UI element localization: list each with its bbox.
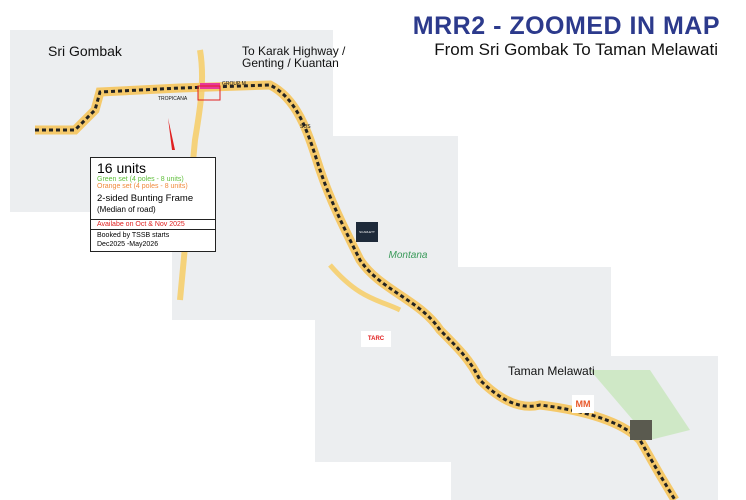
red-highlight-box: [197, 85, 221, 101]
orange-set-text: Orange set (4 poles - 8 units): [97, 183, 188, 190]
label-sri-gombak: Sri Gombak: [48, 43, 122, 59]
units-count: 16 units: [97, 160, 147, 176]
green-set-text: Green set (4 poles - 8 units): [97, 176, 184, 183]
logo-tarc: TARC: [361, 331, 391, 347]
logo-montana: Montana: [388, 249, 428, 261]
label-to-karak-1: To Karak Highway /: [242, 44, 346, 58]
photo-thumbnail: [630, 420, 652, 440]
label-group-m: GROUP M: [222, 81, 246, 87]
label-taman-melawati: Taman Melawati: [508, 364, 595, 378]
label-to-karak-2: Genting / Kuantan: [242, 56, 339, 70]
logo-scarlett: SCARLETT: [356, 222, 378, 242]
booked-line-1: Booked by TSSB starts: [97, 232, 170, 239]
frame-location: (Median of road): [97, 205, 156, 214]
page-title: MRR2 - ZOOMED IN MAP: [412, 12, 720, 40]
booked-line-2: Dec2025 -May2026: [97, 241, 159, 248]
label-sos: SOS: [300, 124, 311, 130]
info-box: 16 units Green set (4 poles - 8 units) O…: [90, 157, 216, 252]
page-subtitle: From Sri Gombak To Taman Melawati: [434, 40, 718, 59]
red-pointer: [168, 118, 175, 150]
availability-text: Availabe on Oct & Nov 2025: [91, 219, 215, 230]
route-line: [35, 80, 679, 500]
label-tropicana: TROPICANA: [158, 96, 188, 102]
frame-type: 2-sided Bunting Frame: [97, 193, 194, 204]
logo-mm: MM: [572, 395, 594, 413]
